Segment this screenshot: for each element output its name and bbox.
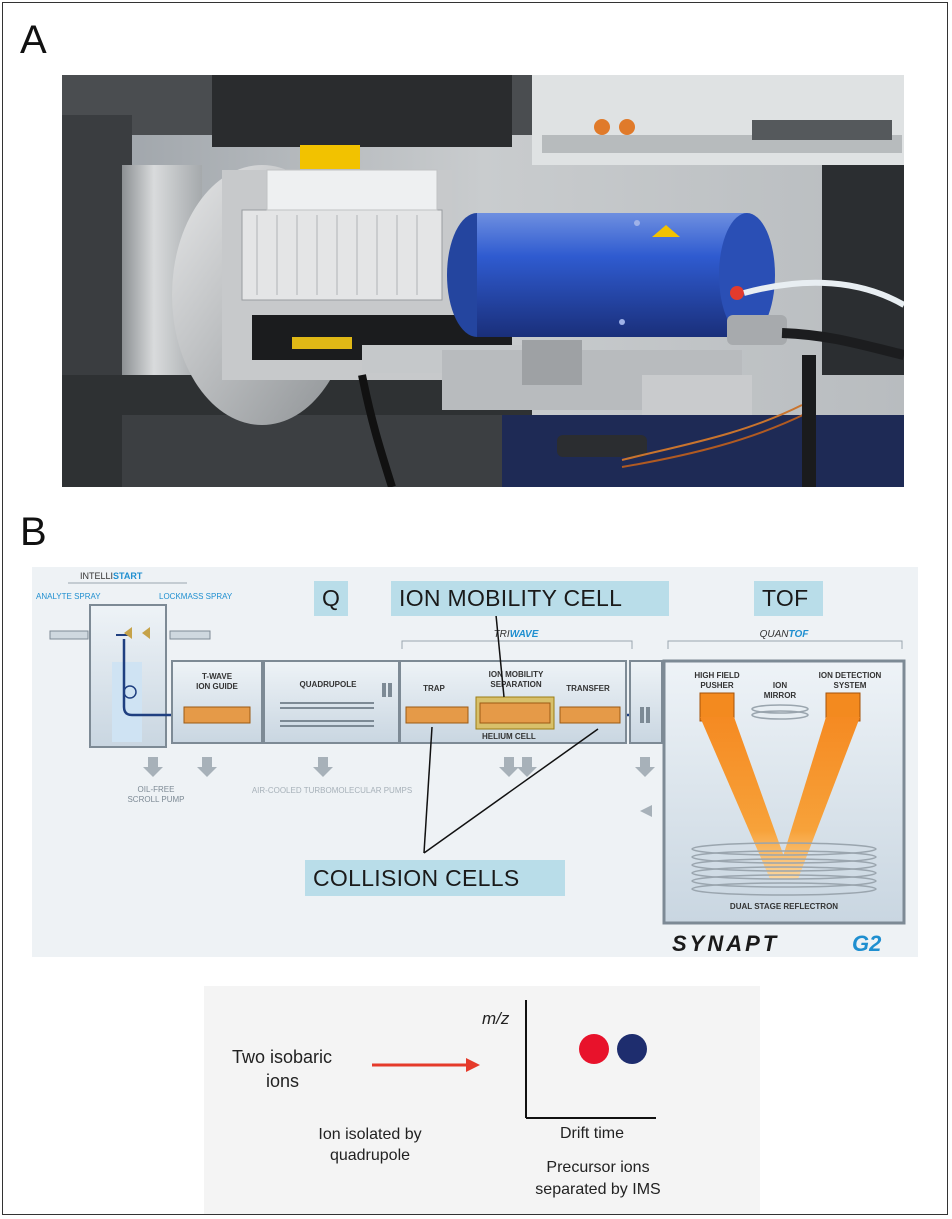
callout-tof: TOF: [754, 581, 823, 616]
t-wave-label-1: T-WAVE: [202, 672, 233, 681]
detector-label-2: SYSTEM: [834, 681, 867, 690]
reflectron-label: DUAL STAGE REFLECTRON: [730, 902, 838, 911]
mirror-label-2: MIRROR: [764, 691, 797, 700]
warning-sticker: [300, 145, 360, 169]
synapt-diagram: INTELLISTART ANALYTE SPRAY LOCKMASS SPRA…: [32, 567, 918, 957]
g2-logo: G2: [852, 931, 882, 956]
transfer-pointer: [423, 728, 599, 854]
mirror-label-1: ION: [773, 681, 787, 690]
quantof-label: QUANTOF: [760, 629, 810, 640]
schematic-background: [204, 986, 760, 1214]
instrument-photo: [62, 75, 904, 487]
callout-q: Q: [314, 581, 348, 616]
panel-label-a: A: [20, 18, 47, 62]
lockmass-spray-label: LOCKMASS SPRAY: [159, 592, 233, 601]
reflectron-rings: [691, 842, 877, 896]
helium-cell-label: HELIUM CELL: [482, 732, 536, 741]
ims-schematic: Two isobaric ions Ion isolated by quadru…: [204, 986, 760, 1214]
trap-pointer: [423, 726, 433, 854]
t-wave-ion-guide: [171, 660, 263, 744]
ims-label-1: ION MOBILITY: [489, 670, 544, 679]
intellistart-label: INTELLISTART: [80, 571, 143, 581]
t-wave-rings: [183, 706, 251, 724]
ion-beam-path: [122, 639, 672, 717]
separated-label-1: Precursor ions: [546, 1159, 649, 1176]
pump-arrows: [143, 757, 655, 817]
transfer-label: TRANSFER: [566, 684, 610, 693]
ion-a-marker: [579, 1034, 609, 1064]
panel-label-b: B: [20, 510, 47, 554]
separated-label-2: separated by IMS: [535, 1181, 660, 1198]
quadrupole-label: QUADRUPOLE: [300, 680, 358, 689]
laser-cylinder: [477, 213, 747, 337]
detector-label-1: ION DETECTION: [819, 671, 882, 680]
analyte-spray-label: ANALYTE SPRAY: [36, 592, 101, 601]
isolation-arrow-head: [466, 1058, 480, 1072]
tof-interface: [629, 660, 663, 744]
detector-block: [825, 692, 861, 722]
pusher-label-2: PUSHER: [700, 681, 734, 690]
synapt-logo: SYNAPT: [672, 931, 779, 956]
scroll-pump-label-1: OIL-FREE: [138, 785, 175, 794]
ims-label-2: SEPARATION: [490, 680, 541, 689]
flight-path-up: [776, 717, 860, 879]
flight-path-down: [700, 717, 792, 879]
trap-cell: [405, 706, 469, 724]
callout-ion-mobility-cell: ION MOBILITY CELL: [391, 581, 669, 616]
scroll-pump-label-2: SCROLL PUMP: [127, 795, 184, 804]
pusher-block: [699, 692, 735, 722]
ims-pointer: [495, 614, 505, 698]
trap-label: TRAP: [423, 684, 445, 693]
isolated-label-2: quadrupole: [330, 1147, 410, 1164]
isobaric-label-2: ions: [266, 1071, 299, 1091]
isolated-label-1: Ion isolated by: [318, 1126, 421, 1143]
isobaric-label-1: Two isobaric: [232, 1047, 332, 1067]
turbo-pumps-label: AIR-COOLED TURBOMOLECULAR PUMPS: [252, 786, 412, 795]
t-wave-label-2: ION GUIDE: [196, 682, 238, 691]
triwave-label: TRIWAVE: [494, 629, 539, 640]
x-axis-label: Drift time: [560, 1125, 624, 1142]
pusher-label-1: HIGH FIELD: [694, 671, 740, 680]
transfer-cell: [559, 706, 621, 724]
y-axis-label: m/z: [482, 1009, 510, 1028]
ion-b-marker: [617, 1034, 647, 1064]
callout-collision-cells: COLLISION CELLS: [305, 860, 565, 896]
parker-label: [292, 337, 352, 349]
